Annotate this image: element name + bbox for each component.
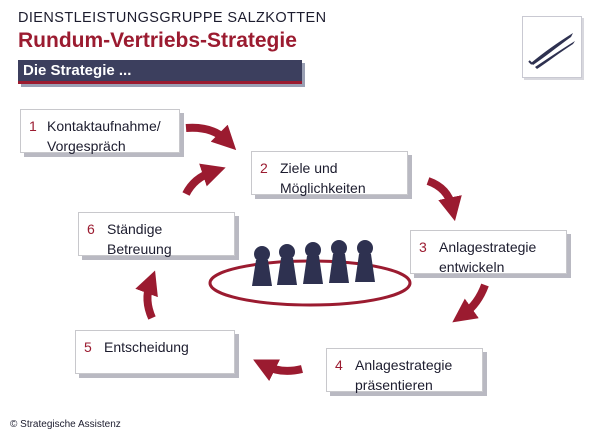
step-2-label: Ziele und Möglichkeiten xyxy=(280,160,366,196)
pawn-figures xyxy=(252,240,375,286)
step-6-label: Ständige Betreuung xyxy=(107,221,172,257)
step-4-box: 4 Anlagestrategie präsentieren xyxy=(326,348,483,393)
pawn-icon xyxy=(252,246,272,286)
footer-copyright: © Strategische Assistenz xyxy=(10,419,121,430)
pawn-icon xyxy=(329,240,349,283)
arrow-3-to-4 xyxy=(452,283,489,323)
arrow-5-to-6 xyxy=(135,270,158,320)
pawn-icon xyxy=(303,242,323,284)
page-title: Rundum-Vertriebs-Strategie xyxy=(18,29,297,52)
pen-logo-icon xyxy=(528,33,575,69)
step-4-number: 4 xyxy=(335,357,343,373)
step-3-box: 3 Anlagestrategie entwickeln xyxy=(410,230,567,275)
step-3-number: 3 xyxy=(419,239,427,255)
step-3-label: Anlagestrategie entwickeln xyxy=(439,239,537,275)
arrow-4-to-5 xyxy=(253,359,303,382)
step-5-number: 5 xyxy=(84,339,92,355)
step-6-box: 6 Ständige Betreuung xyxy=(78,212,235,257)
step-1-box: 1 Kontaktaufnahme/ Vorgespräch xyxy=(20,109,180,154)
subtitle-text: Die Strategie ... xyxy=(23,62,132,79)
subtitle-bar: Die Strategie ... xyxy=(18,60,302,84)
step-4-label: Anlagestrategie präsentieren xyxy=(355,357,453,393)
pawn-icon xyxy=(277,244,297,285)
step-1-label: Kontaktaufnahme/ Vorgespräch xyxy=(47,118,161,154)
step-5-label: Entscheidung xyxy=(104,339,189,355)
logo xyxy=(522,16,582,78)
step-6-number: 6 xyxy=(87,221,95,237)
step-5-box: 5 Entscheidung xyxy=(75,330,235,374)
pawn-icon xyxy=(355,240,375,282)
company-name: DIENSTLEISTUNGSGRUPPE SALZKOTTEN xyxy=(18,10,327,26)
arrow-1-to-2 xyxy=(185,123,237,151)
step-2-number: 2 xyxy=(260,160,268,176)
arrow-2-to-3 xyxy=(426,177,462,222)
step-1-number: 1 xyxy=(29,118,37,134)
step-2-box: 2 Ziele und Möglichkeiten xyxy=(251,151,408,196)
arrow-6-to-1 xyxy=(182,163,226,196)
